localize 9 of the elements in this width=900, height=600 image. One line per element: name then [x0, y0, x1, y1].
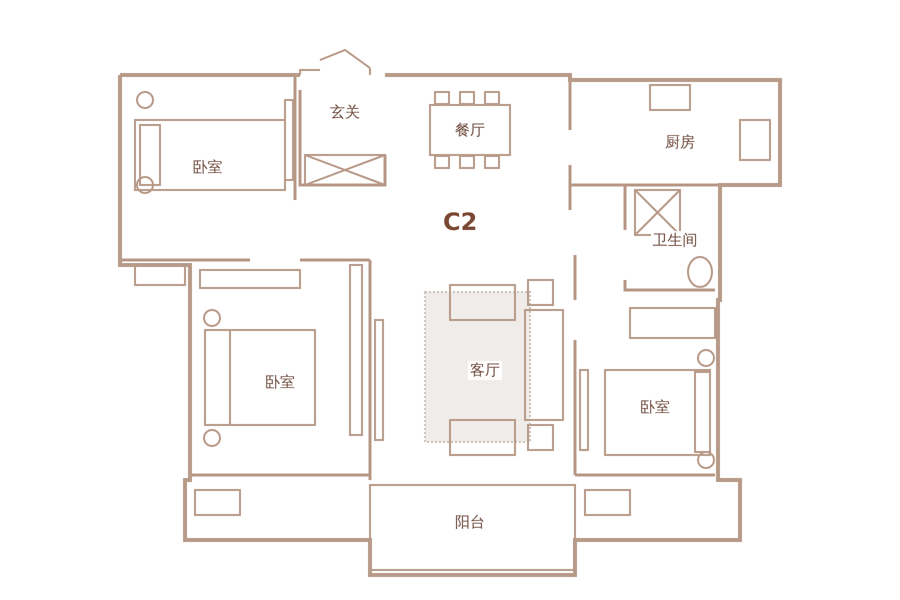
room-label: 卫生间	[650, 230, 700, 250]
room-label: 客厅	[468, 360, 502, 380]
room-label: 卧室	[190, 158, 224, 177]
room-label: 卧室	[638, 398, 672, 417]
room-label: 玄关	[328, 102, 362, 122]
unit-type-label: C2	[443, 208, 478, 236]
room-label: 厨房	[663, 133, 697, 152]
room-label: 卧室	[263, 373, 297, 392]
room-label: 餐厅	[453, 120, 487, 140]
